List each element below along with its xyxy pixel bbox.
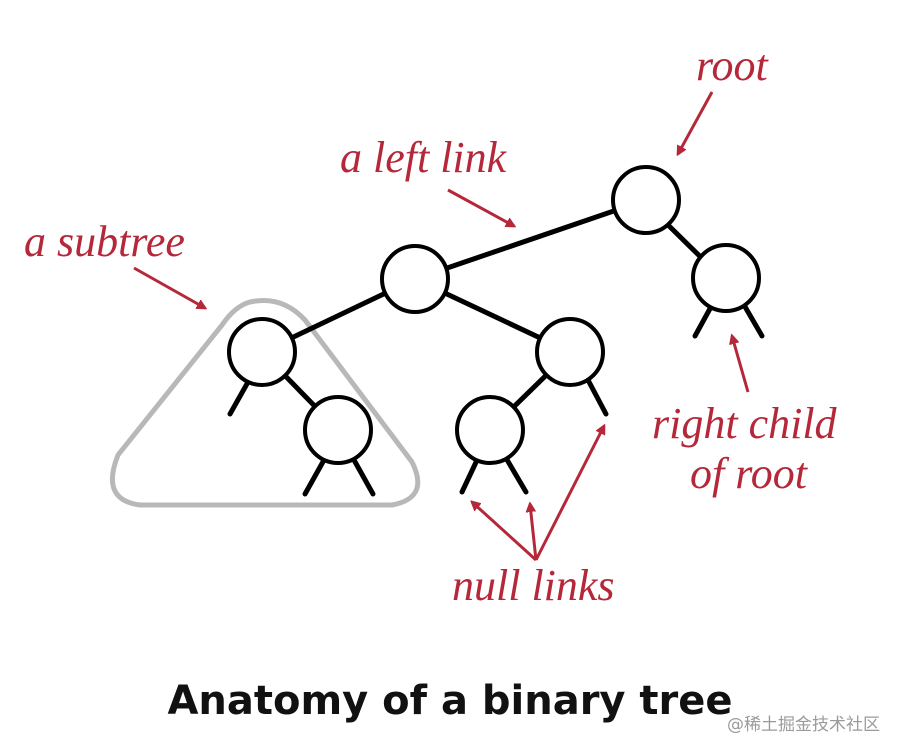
null-link (692, 302, 715, 339)
null-link-arrow (530, 504, 538, 561)
null-link (459, 455, 481, 495)
right-child-label-line2: of root (690, 449, 809, 498)
right-child-arrow (732, 336, 750, 393)
subtree-arrow (133, 266, 205, 308)
left-link (412, 197, 649, 282)
annotation-arrows (133, 91, 750, 562)
tree-node (303, 395, 373, 465)
root-arrow (678, 91, 714, 154)
null-link (585, 377, 609, 417)
diagram-title: Anatomy of a binary tree (167, 678, 732, 724)
tree-node (535, 317, 605, 387)
tree-node (455, 395, 525, 465)
left-link-arrow (447, 188, 514, 226)
null-link (503, 455, 529, 495)
root-node (611, 165, 681, 235)
subtree-label: a subtree (24, 217, 185, 266)
null-link-arrow (534, 426, 606, 561)
tree-node (227, 317, 297, 387)
subtree-outline (109, 298, 421, 508)
null-link (302, 457, 327, 497)
null-link (227, 379, 251, 417)
null-link (741, 302, 765, 339)
left-link-label: a left link (340, 133, 508, 182)
null-link (351, 457, 376, 497)
watermark: @稀土掘金技术社区 (727, 715, 880, 735)
right-child-label-line1: right child (652, 399, 838, 448)
null-link-arrow (472, 502, 538, 562)
null-links-label: null links (452, 561, 615, 610)
tree-node (380, 244, 450, 314)
root-label: root (696, 41, 769, 90)
right-child-node (691, 243, 761, 313)
tree-nodes (227, 165, 761, 465)
null-links (227, 302, 765, 497)
